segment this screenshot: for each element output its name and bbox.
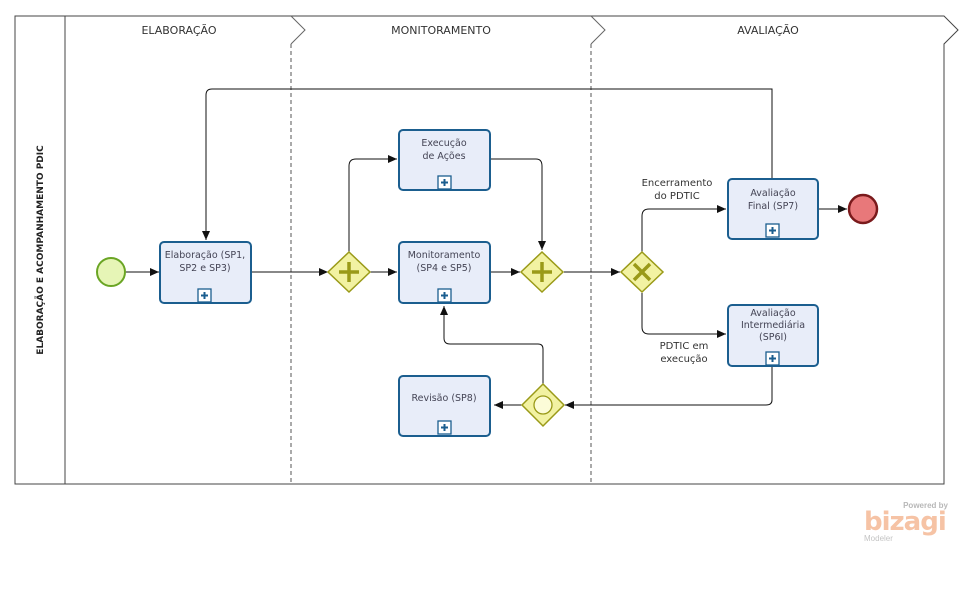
powered-by-text: Powered by	[903, 501, 948, 510]
modeler-text: Modeler	[864, 534, 893, 543]
task-avaliacao-intermediaria[interactable]: Avaliação Intermediária (SP6I)	[727, 304, 819, 367]
flow-final-back-to-elaboracao	[202, 88, 773, 240]
x-icon	[632, 262, 652, 282]
task-monitoramento[interactable]: Monitoramento (SP4 e SP5)	[398, 241, 491, 304]
phase-divider-2	[590, 15, 606, 45]
flow-fork-to-execucao	[348, 155, 397, 252]
task-execucao[interactable]: Execução de Ações	[398, 129, 491, 191]
circle-icon	[533, 395, 553, 415]
flow-label-pdtic-execucao-1: PDTIC em	[660, 341, 709, 352]
parallel-gateway-join[interactable]	[519, 250, 565, 294]
flow-intermediaria-to-event-gateway	[565, 367, 773, 409]
flow-exclusive-to-intermediaria	[641, 293, 726, 338]
task-avaliacao-final[interactable]: Avaliação Final (SP7)	[727, 178, 819, 240]
subprocess-marker-icon[interactable]	[765, 223, 780, 238]
task-monitoramento-label-2: (SP4 e SP5)	[417, 263, 472, 274]
task-elaboracao-label-2: SP2 e SP3)	[179, 263, 230, 274]
plus-icon	[532, 262, 552, 282]
bizagi-logo: bizagi	[864, 507, 947, 537]
task-avaliacao-intermediaria-label-3: (SP6I)	[759, 332, 787, 343]
bizagi-watermark: Powered by bizagi Modeler	[860, 501, 952, 545]
subprocess-marker-icon[interactable]	[437, 175, 452, 190]
end-event[interactable]	[847, 193, 879, 225]
subprocess-marker-icon[interactable]	[197, 288, 212, 303]
flow-label-encerramento-2: do PDTIC	[654, 191, 699, 202]
plus-icon	[339, 262, 359, 282]
subprocess-marker-icon[interactable]	[765, 351, 780, 366]
flow-label-pdtic-execucao-2: execução	[660, 354, 707, 365]
sequence-flows	[126, 88, 847, 409]
task-avaliacao-intermediaria-label-2: Intermediária	[741, 320, 805, 331]
task-elaboracao-label-1: Elaboração (SP1,	[165, 250, 245, 261]
task-avaliacao-intermediaria-label-1: Avaliação	[750, 308, 796, 319]
task-revisao-label: Revisão (SP8)	[411, 393, 476, 404]
task-execucao-label-1: Execução	[421, 138, 466, 149]
phase-label-avaliacao: AVALIAÇÃO	[737, 24, 799, 37]
task-monitoramento-label-1: Monitoramento	[408, 250, 481, 261]
flow-exclusive-to-final	[641, 205, 726, 252]
task-avaliacao-final-label-2: Final (SP7)	[748, 201, 798, 212]
subprocess-marker-icon[interactable]	[437, 288, 452, 303]
event-based-gateway[interactable]	[520, 382, 566, 428]
flow-execucao-to-join	[491, 158, 546, 250]
subprocess-marker-icon[interactable]	[437, 420, 452, 435]
phase-label-monitoramento: MONITORAMENTO	[391, 24, 491, 37]
parallel-gateway-fork[interactable]	[326, 250, 372, 294]
exclusive-gateway[interactable]	[619, 250, 665, 294]
task-elaboracao[interactable]: Elaboração (SP1, SP2 e SP3)	[159, 241, 252, 304]
flow-label-encerramento-1: Encerramento	[642, 178, 713, 189]
phase-label-elaboracao: ELABORAÇÃO	[141, 24, 216, 37]
task-avaliacao-final-label-1: Avaliação	[750, 188, 796, 199]
start-event[interactable]	[96, 257, 126, 287]
task-revisao[interactable]: Revisão (SP8)	[398, 375, 491, 437]
pool-title: ELABORAÇÃO E ACOMPANHAMENTO PDIC	[35, 145, 46, 355]
phase-divider-1	[290, 15, 306, 45]
flow-event-gateway-to-monitoramento	[440, 306, 544, 384]
task-execucao-label-2: de Ações	[422, 151, 465, 162]
